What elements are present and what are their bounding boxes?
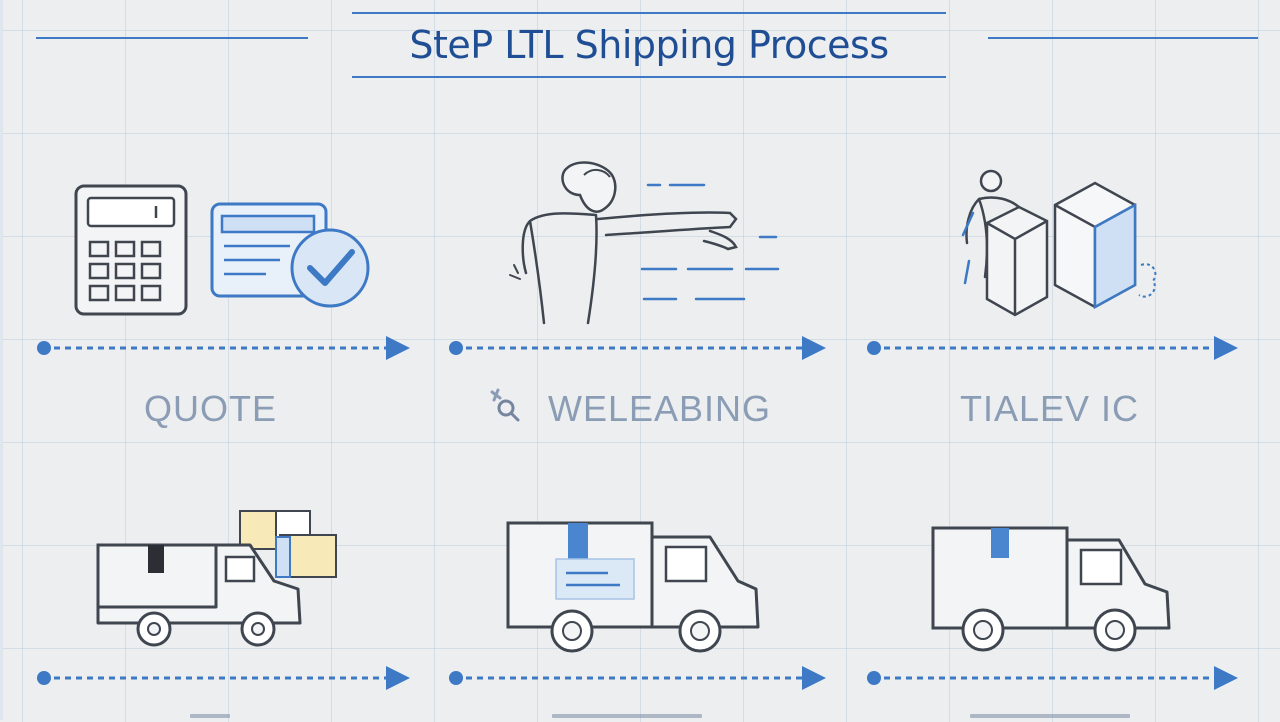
step-arrow-3 xyxy=(867,336,1238,360)
step-arrow-1 xyxy=(37,336,410,360)
step-label-cropped-4 xyxy=(190,714,230,722)
page-title: SteP LTL Shipping Process xyxy=(409,23,889,67)
step-label-cropped-5 xyxy=(552,714,702,722)
truck-with-boxes-icon xyxy=(96,510,337,647)
step-arrow-6 xyxy=(867,666,1238,690)
title-rule-right xyxy=(988,37,1258,39)
step-arrow-5 xyxy=(449,666,826,690)
title-banner: SteP LTL Shipping Process xyxy=(352,12,946,78)
person-lifting-boxes-icon xyxy=(961,169,1157,317)
step-label-cropped-6 xyxy=(970,714,1130,722)
step-label-loading: WELEABING xyxy=(548,388,772,429)
box-truck-icon xyxy=(931,526,1171,652)
calculator-quote-icon xyxy=(74,184,370,316)
delivery-van-icon xyxy=(506,521,760,653)
step-arrow-4 xyxy=(37,666,410,690)
step-label-quote: QUOTE xyxy=(144,388,278,429)
step-arrow-2 xyxy=(449,336,826,360)
title-rule-left xyxy=(36,37,308,39)
step-label-transit: TIALEV IC xyxy=(960,388,1140,429)
tool-glyph-icon xyxy=(490,388,520,422)
person-pointing-icon xyxy=(509,161,780,325)
